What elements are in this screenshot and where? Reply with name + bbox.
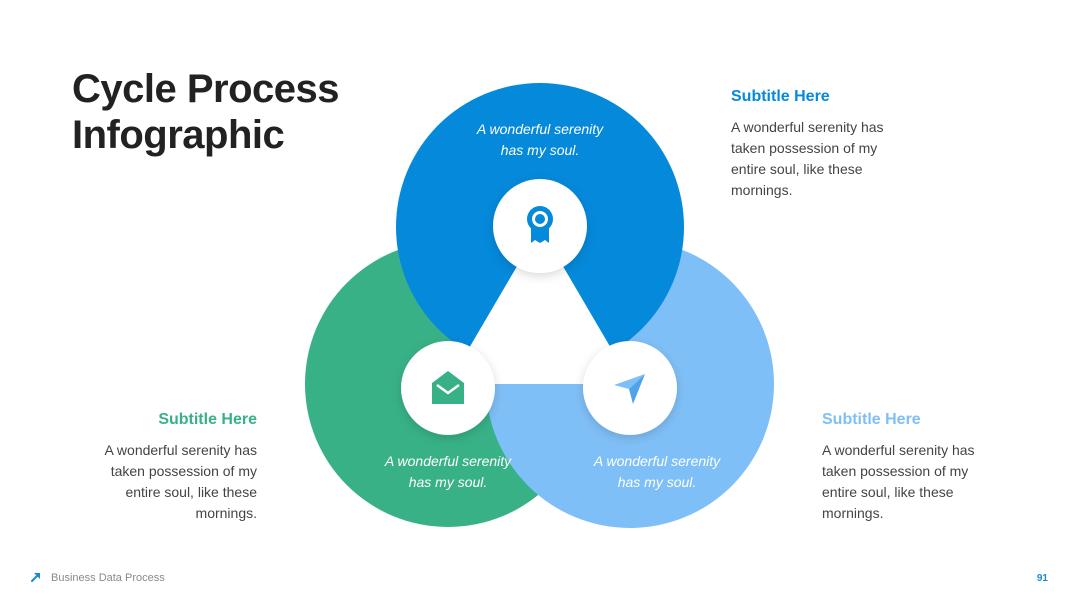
section-light-blue-body-line: mornings. bbox=[822, 505, 884, 521]
section-light-blue-body: A wonderful serenity has taken possessio… bbox=[822, 440, 992, 524]
blue-petal-text-line2: has my soul. bbox=[500, 142, 580, 158]
footer-label: Business Data Process bbox=[51, 572, 165, 584]
arrow-up-right-icon bbox=[31, 573, 40, 582]
blue-petal-text: A wonderful serenity has my soul. bbox=[440, 119, 640, 161]
section-light-blue-subtitle: Subtitle Here bbox=[822, 411, 921, 428]
section-light-blue: Subtitle Here A wonderful serenity has t… bbox=[822, 410, 992, 524]
section-blue-body-line: A wonderful serenity has bbox=[731, 119, 884, 135]
title-line-2: Infographic bbox=[72, 113, 285, 157]
section-blue-subtitle: Subtitle Here bbox=[731, 88, 830, 105]
section-light-blue-body-line: entire soul, like these bbox=[822, 484, 954, 500]
section-blue-body: A wonderful serenity has taken possessio… bbox=[731, 117, 901, 201]
section-blue-body-line: entire soul, like these bbox=[731, 161, 863, 177]
blue-petal-text-line1: A wonderful serenity bbox=[476, 121, 604, 137]
center-triangle bbox=[448, 227, 632, 384]
section-green-body-line: entire soul, like these bbox=[125, 484, 257, 500]
section-green: Subtitle Here A wonderful serenity has t… bbox=[87, 410, 257, 524]
section-light-blue-body-line: A wonderful serenity has bbox=[822, 442, 975, 458]
page-title: Cycle Process Infographic bbox=[72, 66, 340, 158]
section-green-body-line: mornings. bbox=[195, 505, 257, 521]
light-blue-petal-text-line2: has my soul. bbox=[617, 474, 697, 490]
green-petal-text-line2: has my soul. bbox=[408, 474, 488, 490]
title-line-1: Cycle Process bbox=[72, 67, 340, 111]
green-petal-text-line1: A wonderful serenity bbox=[384, 453, 512, 469]
green-petal-text: A wonderful serenity has my soul. bbox=[348, 451, 548, 493]
envelope-icon bbox=[432, 371, 464, 404]
page-number: 91 bbox=[1036, 573, 1048, 584]
section-green-body-line: A wonderful serenity has bbox=[104, 442, 257, 458]
light-blue-petal-text-line1: A wonderful serenity bbox=[593, 453, 721, 469]
section-green-body-line: taken possession of my bbox=[110, 463, 257, 479]
section-blue: Subtitle Here A wonderful serenity has t… bbox=[731, 87, 901, 201]
section-light-blue-body-line: taken possession of my bbox=[822, 463, 969, 479]
award-ribbon-icon bbox=[527, 206, 553, 243]
paper-plane-icon bbox=[614, 374, 645, 404]
section-green-body: A wonderful serenity has taken possessio… bbox=[87, 440, 257, 524]
light-blue-petal-text: A wonderful serenity has my soul. bbox=[557, 451, 757, 493]
section-blue-body-line: taken possession of my bbox=[731, 140, 878, 156]
section-green-subtitle: Subtitle Here bbox=[158, 411, 257, 428]
section-blue-body-line: mornings. bbox=[731, 182, 793, 198]
